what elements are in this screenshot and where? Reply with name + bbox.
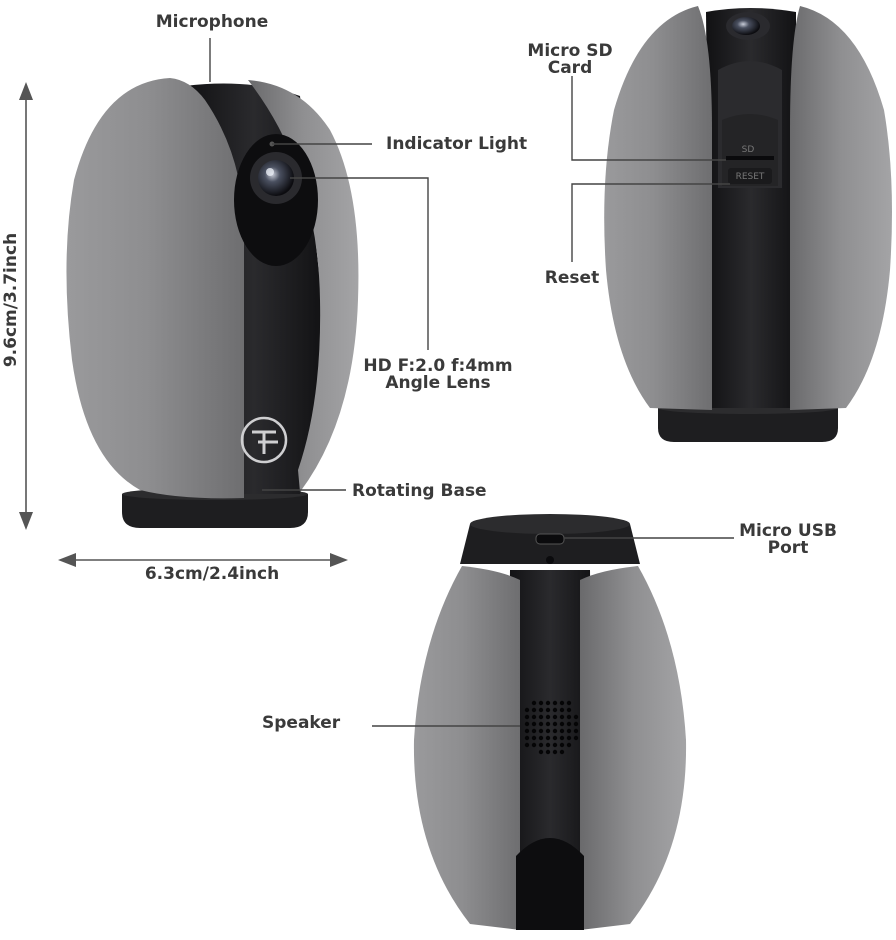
speaker-hole xyxy=(552,707,558,713)
width-dimension-label: 6.3cm/2.4inch xyxy=(145,564,279,584)
speaker-hole xyxy=(559,728,565,734)
rotating-base-shape xyxy=(122,494,308,528)
speaker-hole xyxy=(538,700,544,706)
speaker-hole xyxy=(552,742,558,748)
micro-usb-label-line2: Port xyxy=(768,538,809,558)
speaker-hole xyxy=(559,707,565,713)
speaker-hole xyxy=(524,735,530,741)
microphone-label: Microphone xyxy=(156,12,268,32)
speaker-hole xyxy=(552,721,558,727)
speaker-hole xyxy=(566,728,572,734)
speaker-hole xyxy=(552,728,558,734)
micro-sd-leader xyxy=(571,76,726,161)
speaker-hole xyxy=(559,742,565,748)
sd-device-text: SD xyxy=(742,145,755,155)
speaker-hole xyxy=(524,728,530,734)
speaker-hole xyxy=(552,700,558,706)
speaker-hole xyxy=(531,742,537,748)
camera-bottom-view xyxy=(413,514,687,930)
speaker-hole xyxy=(559,700,565,706)
height-dimension-arrow xyxy=(19,82,33,530)
speaker-hole xyxy=(531,735,537,741)
speaker-hole xyxy=(566,707,572,713)
micro-sd-label-line2: Card xyxy=(548,58,593,78)
speaker-hole xyxy=(552,735,558,741)
reset-leader xyxy=(571,183,730,262)
speaker-label: Speaker xyxy=(262,713,341,733)
brand-logo-icon xyxy=(240,416,288,464)
left-shell-shape xyxy=(66,78,245,499)
speaker-hole xyxy=(538,735,544,741)
speaker-hole xyxy=(538,749,544,755)
reset-label: Reset xyxy=(545,268,599,288)
camera-front-view xyxy=(66,78,359,528)
speaker-hole xyxy=(531,707,537,713)
speaker-hole xyxy=(545,728,551,734)
speaker-hole xyxy=(559,735,565,741)
lens-leader xyxy=(290,177,429,350)
speaker-hole xyxy=(566,721,572,727)
camera-rear-view: SD RESET xyxy=(604,6,892,442)
speaker-grill xyxy=(524,700,579,755)
width-dimension-arrow xyxy=(58,553,348,567)
speaker-hole xyxy=(559,721,565,727)
speaker-hole xyxy=(545,707,551,713)
reset-hole xyxy=(728,168,772,184)
speaker-hole xyxy=(559,714,565,720)
speaker-hole xyxy=(573,735,579,741)
micro-sd-slot xyxy=(726,156,774,160)
speaker-hole xyxy=(566,735,572,741)
speaker-hole xyxy=(552,714,558,720)
speaker-hole xyxy=(566,700,572,706)
micro-usb-port xyxy=(535,533,565,545)
speaker-hole xyxy=(545,700,551,706)
speaker-hole xyxy=(524,742,530,748)
speaker-hole xyxy=(566,714,572,720)
speaker-hole xyxy=(538,721,544,727)
micro-sd-label-line1: Micro SD xyxy=(527,41,612,61)
speaker-hole xyxy=(538,742,544,748)
reset-device-text: RESET xyxy=(736,172,765,182)
speaker-hole xyxy=(545,721,551,727)
speaker-hole xyxy=(524,707,530,713)
speaker-hole xyxy=(566,742,572,748)
speaker-hole xyxy=(545,749,551,755)
speaker-hole xyxy=(545,714,551,720)
speaker-hole xyxy=(531,721,537,727)
speaker-hole xyxy=(552,749,558,755)
speaker-hole xyxy=(531,714,537,720)
speaker-hole xyxy=(538,707,544,713)
speaker-hole xyxy=(538,714,544,720)
lens-label-line1: HD F:2.0 f:4mm xyxy=(363,356,512,376)
speaker-hole xyxy=(524,714,530,720)
indicator-light-label: Indicator Light xyxy=(386,134,527,154)
speaker-hole xyxy=(545,742,551,748)
micro-usb-label-line1: Micro USB xyxy=(739,521,837,541)
speaker-hole xyxy=(531,700,537,706)
speaker-hole xyxy=(545,735,551,741)
rotating-base-label: Rotating Base xyxy=(352,481,487,501)
right-shell-shape xyxy=(248,80,359,492)
speaker-hole xyxy=(559,749,565,755)
height-dimension-label: 9.6cm/3.7inch xyxy=(1,233,21,367)
speaker-hole xyxy=(531,728,537,734)
speaker-hole xyxy=(573,728,579,734)
speaker-hole xyxy=(524,721,530,727)
speaker-hole xyxy=(573,721,579,727)
speaker-hole xyxy=(538,728,544,734)
speaker-hole xyxy=(573,714,579,720)
lens-label-line2: Angle Lens xyxy=(385,373,490,393)
